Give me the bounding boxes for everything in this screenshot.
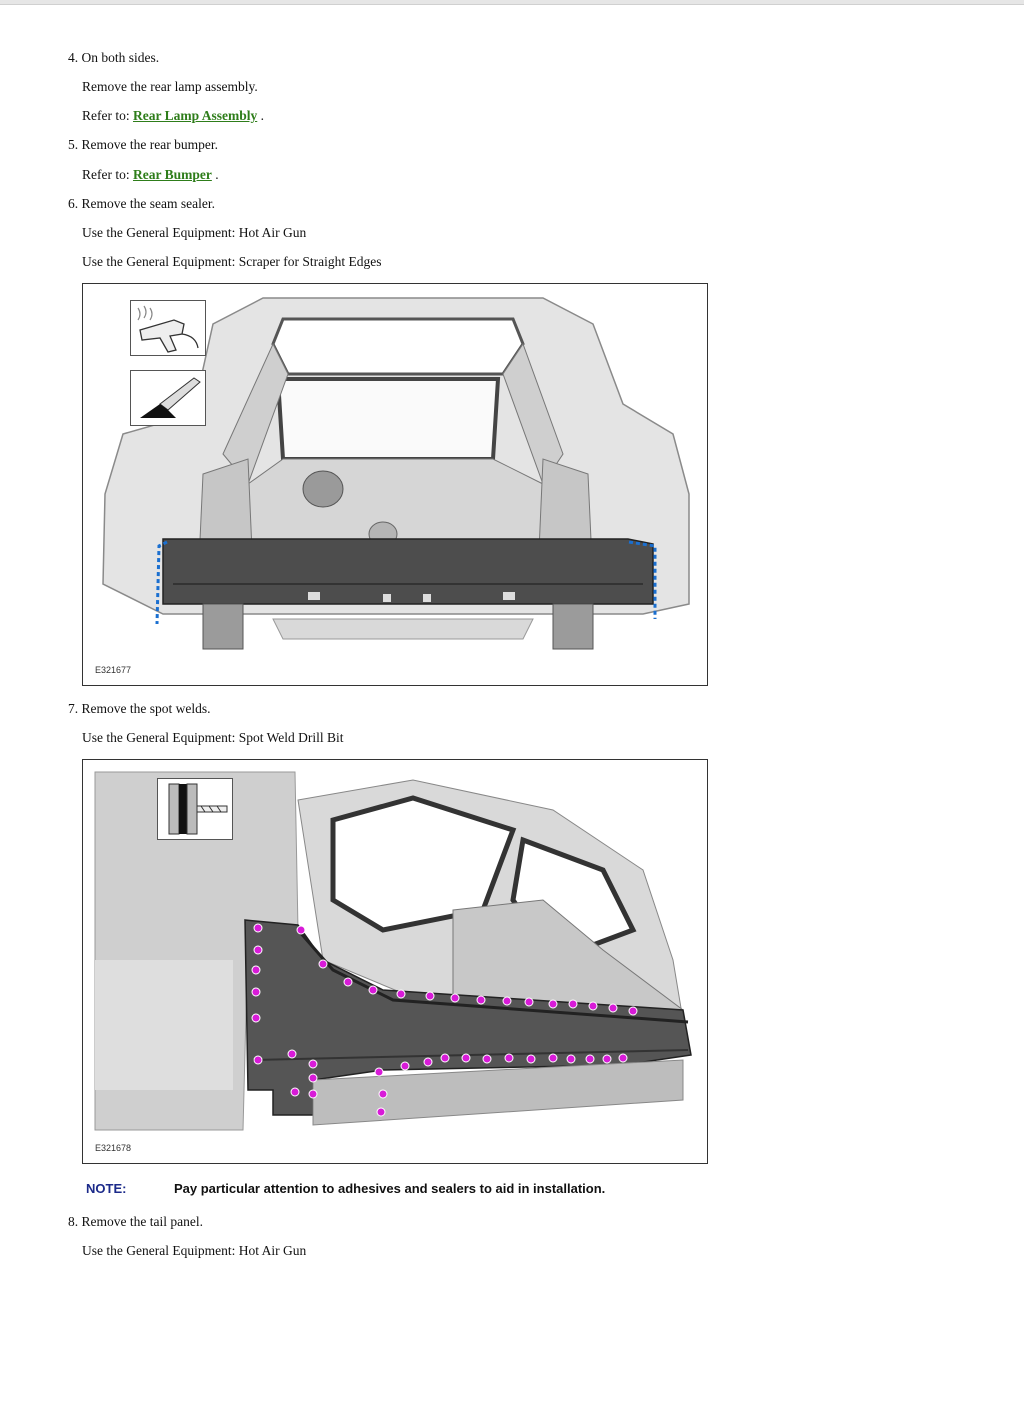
spot-weld-drill-icon	[157, 778, 233, 840]
step-4: 4. On both sides.	[68, 49, 159, 66]
step-number: 7.	[68, 701, 79, 716]
step-4-refer: Refer to: Rear Lamp Assembly .	[82, 107, 264, 124]
rear-body-illustration	[83, 284, 707, 685]
step-4-sub: Remove the rear lamp assembly.	[82, 79, 258, 94]
step-text: On both sides.	[81, 50, 160, 65]
rear-bumper-link[interactable]: Rear Bumper	[132, 167, 212, 182]
top-border	[0, 0, 1024, 5]
hot-air-gun-icon	[130, 300, 206, 356]
step-7-sub-1: Use the General Equipment: Spot Weld Dri…	[82, 730, 344, 745]
refer-suffix: .	[211, 167, 219, 182]
note-text: Pay particular attention to adhesives an…	[174, 1181, 606, 1196]
step-8-sub-1: Use the General Equipment: Hot Air Gun	[82, 1243, 307, 1258]
quarter-panel-illustration	[83, 760, 707, 1163]
step-number: 6.	[68, 196, 79, 211]
step-text: Remove the seam sealer.	[81, 196, 215, 211]
refer-suffix: .	[257, 108, 264, 123]
note: NOTE: Pay particular attention to adhesiv…	[86, 1181, 605, 1196]
step-6-sub-2: Use the General Equipment: Scraper for S…	[82, 254, 382, 269]
figure-code: E321677	[95, 665, 132, 675]
refer-label: Refer to:	[82, 167, 133, 182]
rear-lamp-assembly-link[interactable]: Rear Lamp Assembly	[132, 108, 258, 123]
figure-code: E321678	[95, 1143, 132, 1153]
step-6: 6. Remove the seam sealer.	[68, 195, 215, 212]
figure-spot-welds: E321678	[82, 759, 708, 1164]
step-5-refer: Refer to: Rear Bumper .	[82, 166, 219, 183]
step-text: Remove the tail panel.	[81, 1214, 203, 1229]
step-number: 5.	[68, 137, 79, 152]
step-number: 8.	[68, 1214, 79, 1229]
step-8: 8. Remove the tail panel.	[68, 1213, 203, 1230]
step-number: 4.	[68, 50, 79, 65]
step-text: Remove the spot welds.	[81, 701, 211, 716]
step-text: Remove the rear bumper.	[81, 137, 218, 152]
step-5: 5. Remove the rear bumper.	[68, 136, 218, 153]
refer-label: Refer to:	[82, 108, 133, 123]
figure-seam-sealer: E321677	[82, 283, 708, 686]
step-7: 7. Remove the spot welds.	[68, 700, 210, 717]
step-6-sub-1: Use the General Equipment: Hot Air Gun	[82, 225, 307, 240]
scraper-icon	[130, 370, 206, 426]
note-label: NOTE:	[86, 1181, 127, 1196]
